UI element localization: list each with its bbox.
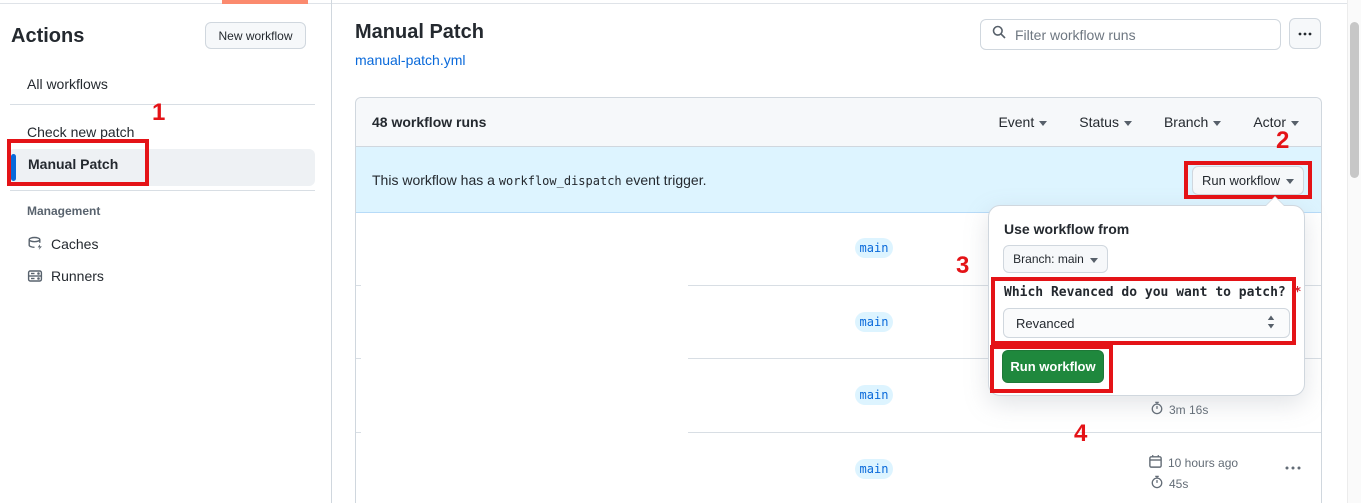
chevron-down-icon: [1291, 120, 1299, 126]
run-workflow-trigger-label: Run workflow: [1201, 173, 1281, 188]
run-duration: 45s: [1150, 475, 1188, 492]
search-icon: [991, 24, 1007, 45]
chevron-down-icon: [1039, 120, 1048, 126]
status-filter-label: Status: [1079, 114, 1119, 130]
revanced-select-value: Revanced: [1016, 315, 1075, 331]
annotation-number-1: 1: [152, 99, 166, 126]
run-time: 10 hours ago: [1148, 454, 1238, 472]
row-separator: [356, 285, 361, 286]
sidebar-divider: [331, 0, 332, 503]
scrollbar-thumb[interactable]: [1350, 22, 1359, 178]
chevron-down-icon: [1123, 120, 1132, 126]
branch-badge[interactable]: main: [855, 312, 893, 332]
workflow-dispatch-banner: This workflow has a workflow_dispatch ev…: [356, 147, 1321, 213]
revanced-select[interactable]: Revanced: [1003, 308, 1290, 338]
top-divider: [0, 3, 1361, 4]
branch-main-label: Branch: main: [1013, 252, 1084, 266]
chevron-down-icon: [1213, 120, 1222, 126]
sidebar-item-runners-label: Runners: [51, 268, 104, 284]
dispatch-input-label: Which Revanced do you want to patch? *: [1004, 285, 1301, 300]
top-accent-bar: [222, 0, 308, 4]
sidebar-divider-line: [10, 104, 315, 105]
row-separator: [356, 432, 361, 433]
chevron-down-icon: [1089, 257, 1098, 263]
stopwatch-icon: [1150, 401, 1164, 418]
page-title: Manual Patch: [355, 21, 484, 43]
sidebar-item-manual-patch-label: Manual Patch: [28, 156, 119, 172]
sidebar-divider-line: [10, 190, 315, 191]
calendar-icon: [1148, 454, 1163, 472]
branch-filter-label: Branch: [1163, 114, 1209, 130]
workflow-file-link[interactable]: manual-patch.yml: [355, 52, 466, 68]
sidebar-item-all-workflows[interactable]: All workflows: [27, 76, 108, 92]
actor-filter-dropdown[interactable]: Actor: [1253, 114, 1299, 130]
banner-code: workflow_dispatch: [498, 173, 622, 188]
run-duration: 3m 16s: [1150, 401, 1208, 418]
kebab-icon: [1298, 32, 1312, 35]
kebab-icon: [1285, 466, 1301, 470]
required-asterisk: *: [1293, 285, 1302, 300]
sidebar-item-runners[interactable]: Runners: [27, 268, 104, 284]
event-filter-dropdown[interactable]: Event: [998, 114, 1048, 130]
status-filter-dropdown[interactable]: Status: [1079, 114, 1132, 130]
sidebar-item-manual-patch[interactable]: [8, 149, 315, 186]
branch-badge[interactable]: main: [855, 385, 893, 405]
banner-text-after: event trigger.: [625, 171, 707, 188]
annotation-number-2: 2: [1276, 127, 1290, 154]
branch-badge[interactable]: main: [855, 238, 893, 258]
chevron-down-icon: [1286, 179, 1295, 184]
use-workflow-from-label: Use workflow from: [1004, 221, 1130, 237]
unfold-icon: [1265, 314, 1277, 333]
sidebar-item-check-new-patch[interactable]: Check new patch: [27, 124, 135, 140]
event-filter-label: Event: [998, 114, 1035, 130]
annotation-number-4: 4: [1074, 420, 1088, 447]
workflow-more-options-button[interactable]: [1289, 18, 1321, 49]
sidebar-item-caches-label: Caches: [51, 236, 99, 252]
annotation-number-3: 3: [956, 252, 970, 279]
run-time-text: 10 hours ago: [1168, 456, 1239, 470]
banner-text-before: This workflow has a: [372, 171, 495, 188]
sidebar-item-caches[interactable]: Caches: [27, 236, 98, 252]
new-workflow-button[interactable]: New workflow: [205, 22, 306, 49]
cache-icon: [27, 236, 43, 252]
run-duration-text: 3m 16s: [1169, 402, 1209, 417]
branch-filter-dropdown[interactable]: Branch: [1163, 114, 1222, 130]
runs-list-header: 48 workflow runs Event Status Branch Act…: [356, 98, 1321, 147]
panel-caret: [1266, 197, 1284, 206]
filter-workflow-runs-input[interactable]: [1015, 26, 1270, 43]
run-row-kebab-button[interactable]: [1283, 460, 1303, 481]
banner-text: This workflow has a workflow_dispatch ev…: [372, 172, 706, 188]
branch-badge[interactable]: main: [855, 459, 893, 479]
run-duration-text: 45s: [1169, 476, 1189, 491]
workflow-runs-count: 48 workflow runs: [372, 114, 487, 130]
runs-filter-bar: Event Status Branch Actor: [998, 114, 1321, 130]
run-workflow-dropdown-button[interactable]: Run workflow: [1192, 166, 1304, 195]
filter-workflow-runs-box: [980, 19, 1281, 50]
dispatch-input-label-text: Which Revanced do you want to patch?: [1004, 285, 1286, 300]
selected-indicator: [11, 154, 16, 181]
row-separator: [688, 432, 1321, 433]
runners-icon: [27, 268, 43, 284]
row-separator: [356, 358, 361, 359]
run-workflow-submit-button[interactable]: Run workflow: [1002, 350, 1104, 383]
stopwatch-icon: [1150, 475, 1164, 492]
branch-main-dropdown-button[interactable]: Branch: main: [1003, 245, 1108, 273]
actor-filter-label: Actor: [1253, 114, 1286, 130]
management-section-header: Management: [27, 204, 101, 218]
sidebar-title: Actions: [11, 25, 85, 47]
